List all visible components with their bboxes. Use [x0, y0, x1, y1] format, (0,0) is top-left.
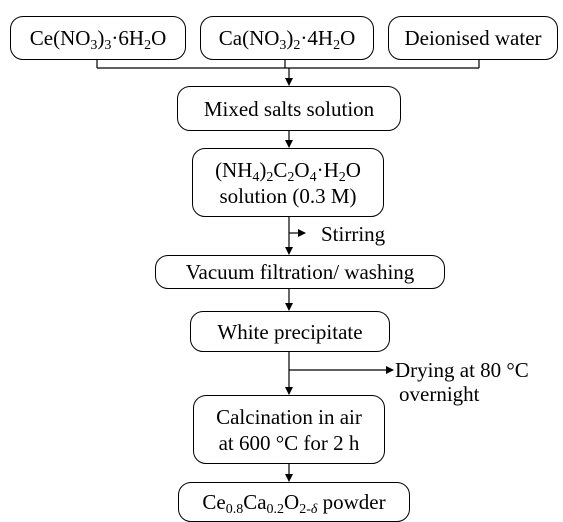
step-calcination-line2: at 600 °C for 2 h [218, 430, 360, 455]
step-calcination-line1: Calcination in air [216, 404, 362, 429]
step-mixed-salts-solution: Mixed salts solution [177, 86, 401, 131]
step-oxalate-formula: (NH4)2C2O4·H2O [215, 157, 361, 185]
step-mixed-salts-label: Mixed salts solution [203, 96, 375, 121]
reagent-cerium-nitrate-label: Ce(NO3)3·6H2O [29, 26, 167, 53]
step-oxalate-solution: (NH4)2C2O4·H2O solution (0.3 M) [192, 148, 384, 217]
note-drying: Drying at 80 °C overnight [395, 358, 529, 406]
note-drying-line1: Drying at 80 °C [395, 358, 529, 382]
step-vacuum-filtration: Vacuum filtration/ washing [155, 255, 445, 289]
reagent-calcium-nitrate: Ca(NO3)2·4H2O [200, 16, 374, 60]
step-white-precipitate: White precipitate [190, 311, 390, 352]
reagent-deionised-water: Deionised water [388, 16, 558, 60]
reagent-cerium-nitrate: Ce(NO3)3·6H2O [10, 16, 186, 60]
step-calcination: Calcination in air at 600 °C for 2 h [193, 395, 385, 464]
step-precipitate-label: White precipitate [217, 319, 363, 344]
note-stirring: Stirring [321, 222, 386, 246]
reagent-water-label: Deionised water [404, 26, 542, 50]
reagent-calcium-nitrate-label: Ca(NO3)2·4H2O [218, 26, 356, 53]
product-powder: Ce0.8Ca0.2O2-δ powder [178, 482, 410, 522]
step-filtration-label: Vacuum filtration/ washing [185, 260, 415, 284]
note-drying-line2: overnight [399, 382, 480, 406]
step-oxalate-concentration: solution (0.3 M) [219, 183, 357, 208]
product-powder-label: Ce0.8Ca0.2O2-δ powder [202, 490, 386, 517]
